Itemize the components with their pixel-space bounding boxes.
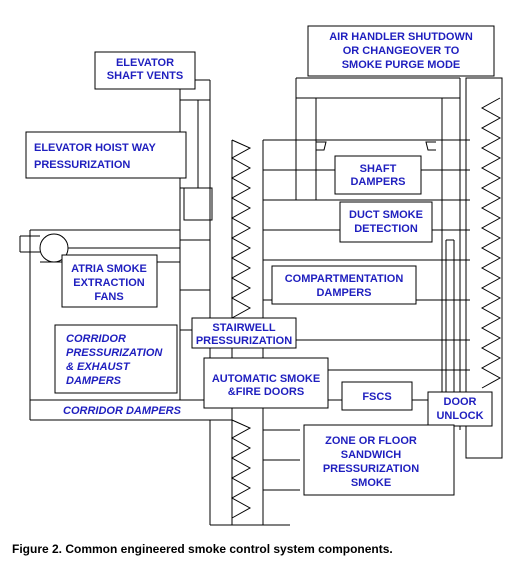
door-unlock-label: DOOR UNLOCK xyxy=(436,396,483,422)
elevator-shaft-vents-box xyxy=(94,51,196,90)
atria-line: ATRIA SMOKE xyxy=(71,263,147,275)
stairwell-box xyxy=(191,317,297,349)
elevator-shaft-vents-line: SHAFT VENTS xyxy=(107,70,183,82)
air-handler-line: OR CHANGEOVER TO xyxy=(343,45,460,57)
air-handler-label: AIR HANDLER SHUTDOWN OR CHANGEOVER TO SMOK… xyxy=(329,31,473,71)
automatic-smoke-line: AUTOMATIC SMOKE xyxy=(212,373,320,385)
compartmentation-box xyxy=(271,265,417,305)
shaft-dampers-box xyxy=(334,155,422,195)
door-unlock-line: UNLOCK xyxy=(436,410,483,422)
shaft-dampers-line: DAMPERS xyxy=(350,176,405,188)
air-handler-line: SMOKE PURGE MODE xyxy=(342,59,461,71)
zone-sandwich-line: PRESSURIZATION xyxy=(323,463,419,475)
automatic-smoke-label: AUTOMATIC SMOKE&FIRE DOORS xyxy=(212,373,320,398)
compartmentation-line: DAMPERS xyxy=(316,287,371,299)
corridor-pressurization-line: CORRIDOR xyxy=(66,333,126,345)
atria-line: EXTRACTION xyxy=(73,277,145,289)
duct-smoke-line: DETECTION xyxy=(354,223,418,235)
duct-smoke-line: DUCT SMOKE xyxy=(349,209,423,221)
zone-sandwich-box xyxy=(303,424,455,496)
zone-sandwich-line: SANDWICH xyxy=(341,449,402,461)
atria-box xyxy=(61,254,158,308)
corridor-pressurization-box xyxy=(54,324,178,394)
right-stairwell xyxy=(465,77,503,459)
atria-label: ATRIA SMOKE EXTRACTION FANS xyxy=(71,263,147,303)
hoist-way-line: PRESSURIZATION xyxy=(34,159,130,171)
elevator-shaft-vents-line: ELEVATOR xyxy=(116,57,174,69)
stairwell-line: PRESSURIZATION xyxy=(196,335,292,347)
air-handler-line: AIR HANDLER SHUTDOWN xyxy=(329,31,473,43)
compartmentation-label: COMPARTMENTATION DAMPERS xyxy=(285,273,404,299)
corridor-dampers-label: CORRIDOR DAMPERS xyxy=(63,405,182,417)
zone-sandwich-label: ZONE OR FLOOR SANDWICH PRESSURIZATION SMOKE xyxy=(323,435,419,489)
automatic-smoke-box xyxy=(203,357,329,409)
fscs-label: FSCS xyxy=(362,391,391,403)
atria-line: FANS xyxy=(94,291,123,303)
corridor-pressurization-line: DAMPERS xyxy=(66,375,122,387)
door-unlock-box xyxy=(427,391,493,427)
compartmentation-line: COMPARTMENTATION xyxy=(285,273,404,285)
hoist-way-label: ELEVATOR HOIST WAY PRESSURIZATION xyxy=(34,142,156,171)
duct-smoke-label: DUCT SMOKE DETECTION xyxy=(349,209,423,235)
automatic-smoke-line: &FIRE DOORS xyxy=(228,386,304,398)
zone-sandwich-line: SMOKE xyxy=(351,477,391,489)
fscs-line: FSCS xyxy=(362,391,391,403)
figure-caption: Figure 2. Common engineered smoke contro… xyxy=(12,542,393,556)
hoist-way-box xyxy=(25,131,187,179)
duct-smoke-box xyxy=(339,201,433,243)
air-handler-box xyxy=(307,25,495,77)
door-unlock-line: DOOR xyxy=(444,396,477,408)
stairwell-line: STAIRWELL xyxy=(212,322,275,334)
corridor-pressurization-line: & EXHAUST xyxy=(66,361,131,373)
shaft-dampers-line: SHAFT xyxy=(360,163,397,175)
zone-sandwich-line: ZONE OR FLOOR xyxy=(325,435,417,447)
corridor-dampers-line: CORRIDOR DAMPERS xyxy=(63,405,182,417)
fscs-box xyxy=(341,381,413,411)
corridor-pressurization-label: CORRIDOR PRESSURIZATION & EXHAUST DAMPERS xyxy=(66,333,163,387)
corridor-pressurization-line: PRESSURIZATION xyxy=(66,347,163,359)
hoist-way-line: ELEVATOR HOIST WAY xyxy=(34,142,156,154)
